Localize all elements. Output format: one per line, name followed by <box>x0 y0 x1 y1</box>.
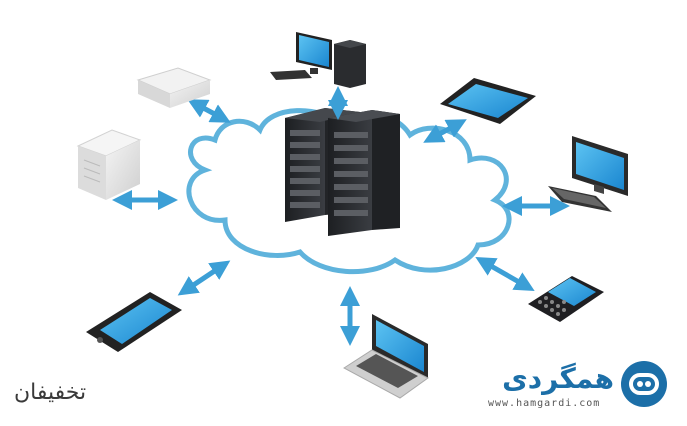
keyboard-phone-icon <box>528 276 604 322</box>
logo-name: همگردی <box>502 362 614 395</box>
watermark-text: تخفیفان <box>14 380 87 405</box>
logo-url: www.hamgardi.com <box>488 398 601 409</box>
server-rack-icon <box>285 108 400 236</box>
desktop-computer-icon <box>270 32 366 88</box>
monitor-keyboard-icon <box>548 136 628 212</box>
arrow-lower-left <box>177 260 231 296</box>
arrow-lower-right <box>475 257 535 291</box>
smartphone-icon <box>86 292 182 352</box>
arrow-upper-right <box>423 119 467 143</box>
tablet-icon <box>440 78 536 124</box>
network-storage-icon <box>136 67 212 108</box>
arrow-upper-left <box>187 99 231 123</box>
hamgardi-badge-icon <box>621 361 667 407</box>
connection-arrows <box>112 86 570 346</box>
tower-server-icon <box>76 129 142 200</box>
hamgardi-logo: همگردی www.hamgardi.com <box>486 360 676 412</box>
laptop-icon <box>343 314 429 399</box>
